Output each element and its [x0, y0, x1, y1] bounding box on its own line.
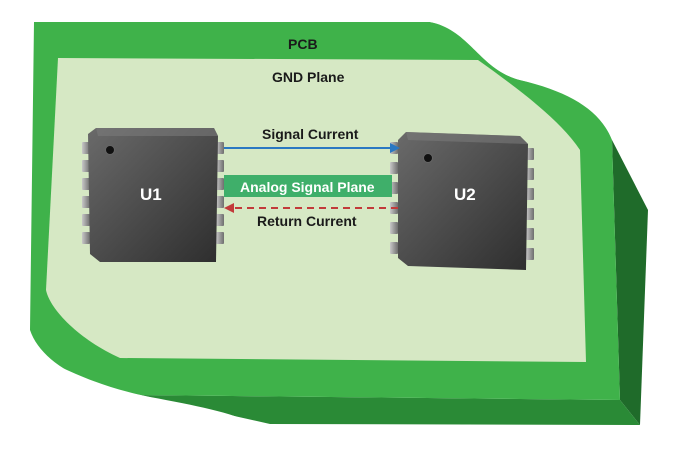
chip-u2-label: U2 [454, 185, 476, 204]
analog-signal-plane [224, 175, 392, 197]
analog-signal-plane-label: Analog Signal Plane [240, 179, 375, 195]
torn-edge-mask [430, 0, 680, 210]
chip-u1 [82, 128, 224, 262]
gnd-plane-label: GND Plane [272, 69, 345, 85]
return-current-arrow [224, 203, 398, 213]
pcb-board-bottom-edge [140, 395, 640, 425]
signal-current-arrow [224, 143, 400, 153]
chip-u1-label: U1 [140, 185, 162, 204]
torn-edge-mask-bottom [0, 330, 280, 449]
return-current-label: Return Current [257, 213, 357, 229]
pcb-label: PCB [288, 36, 318, 52]
pcb-board-edge [612, 140, 648, 425]
signal-current-label: Signal Current [262, 126, 359, 142]
